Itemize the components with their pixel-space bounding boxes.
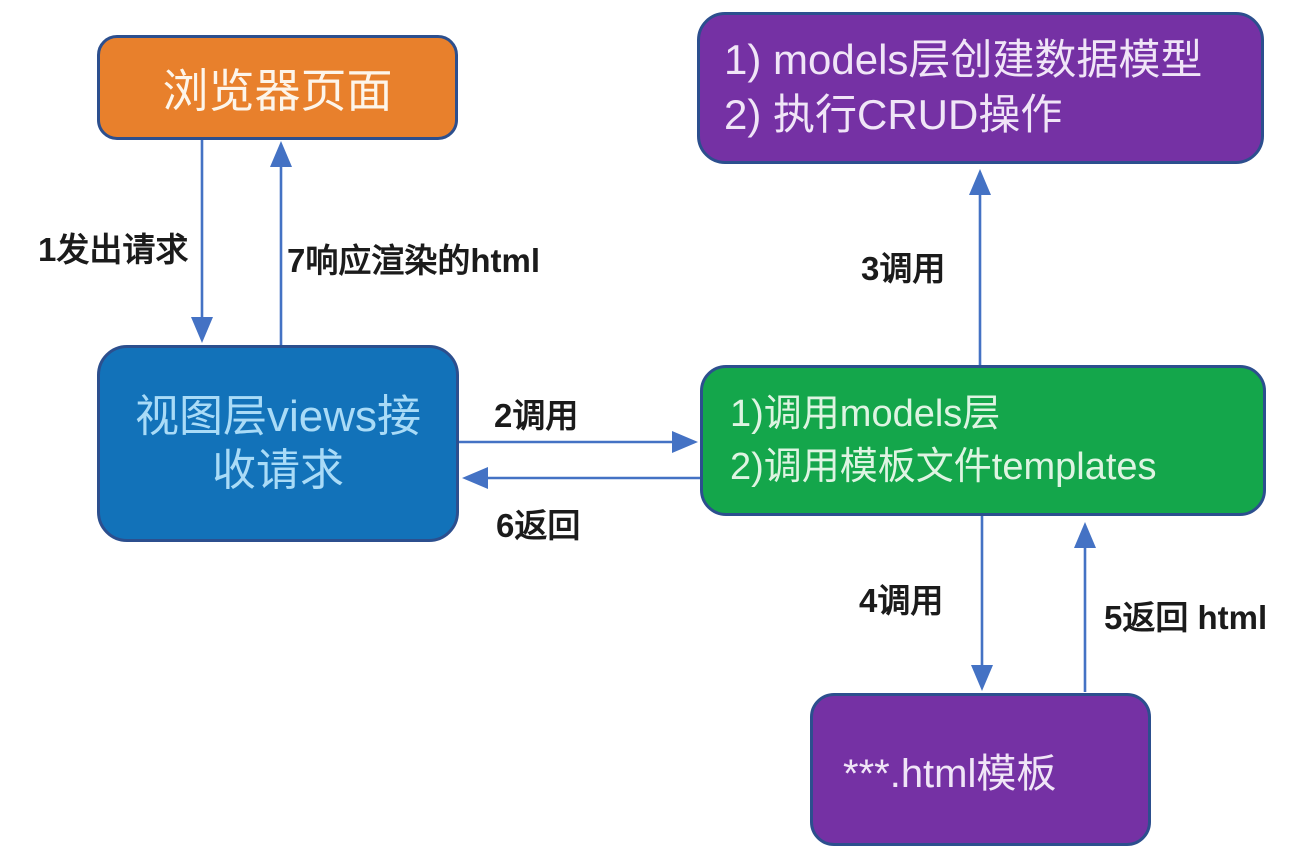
edge-label-return-6: 6返回 <box>496 507 581 544</box>
arrow-5-return-up <box>1074 522 1096 692</box>
edge-label-call-4: 4调用 <box>859 582 944 619</box>
arrow-3-call-up <box>969 169 991 365</box>
edge-label-call-3: 3调用 <box>861 250 946 287</box>
browser-page-label: 浏览器页面 <box>162 64 393 117</box>
edge-label-call-2: 2调用 <box>494 397 579 434</box>
arrow-1-request-down <box>191 139 213 343</box>
node-view-logic: 1)调用models层 2)调用模板文件templates <box>700 365 1266 516</box>
html-template-label: ***.html模板 <box>843 751 1057 796</box>
edge-label-send-request: 1发出请求 <box>38 231 189 268</box>
node-views-layer: 视图层views接 收请求 <box>97 345 459 542</box>
node-html-template: ***.html模板 <box>810 693 1151 846</box>
edge-label-response-rendered-html: 7响应渲染的html <box>287 242 541 279</box>
edge-label-return-html-5: 5返回 html <box>1104 599 1268 636</box>
models-layer-label-line1: 1) models层创建数据模型 <box>724 36 1203 84</box>
node-browser-page: 浏览器页面 <box>97 35 458 140</box>
arrow-6-return-left <box>462 467 700 489</box>
models-layer-label-line2: 2) 执行CRUD操作 <box>724 91 1063 138</box>
view-logic-label-line1: 1)调用models层 <box>730 393 1001 436</box>
views-layer-label-line1: 视图层views接 <box>134 391 422 441</box>
view-logic-label-line2: 2)调用模板文件templates <box>730 445 1157 488</box>
node-models-layer: 1) models层创建数据模型 2) 执行CRUD操作 <box>697 12 1264 164</box>
arrow-4-call-down <box>971 516 993 691</box>
views-layer-label-line2: 收请求 <box>212 445 344 495</box>
